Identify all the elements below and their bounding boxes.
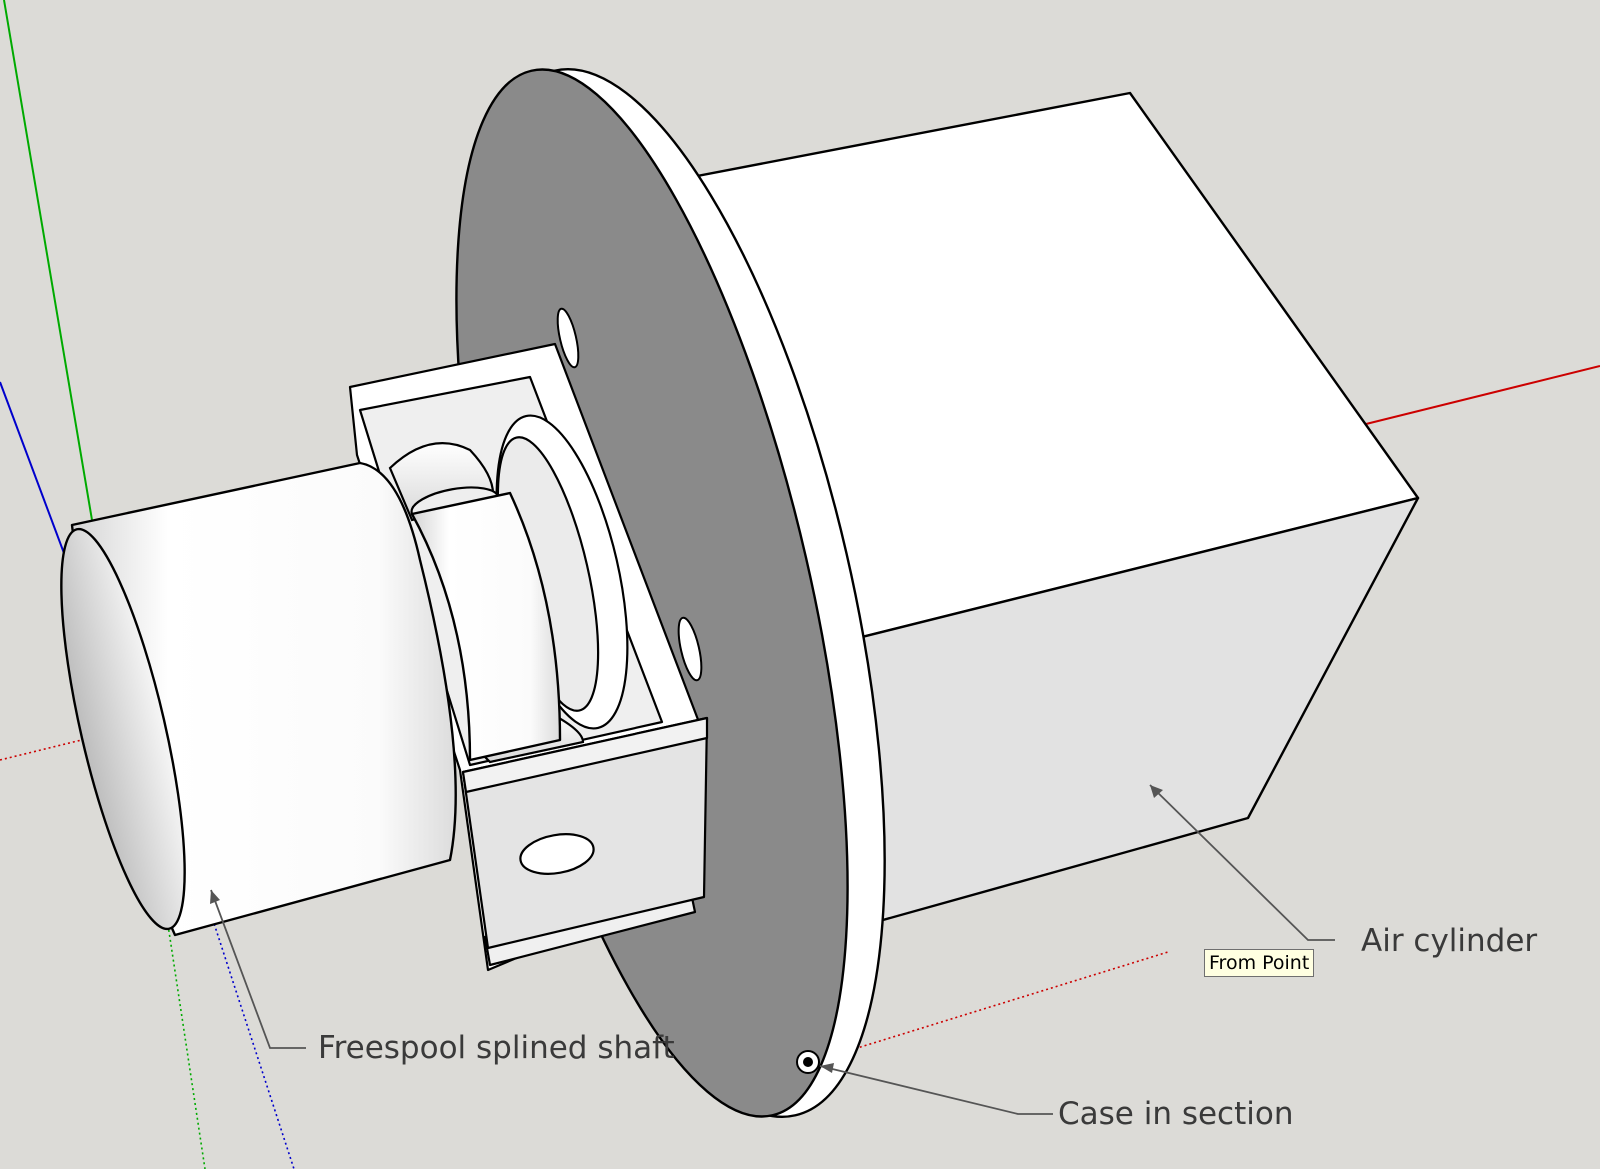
leader-lines <box>210 784 1335 1115</box>
bolt-hole-upper <box>556 307 580 369</box>
blue-axis-dotted <box>207 904 295 1169</box>
lug-hole <box>519 833 595 875</box>
green-axis-dotted <box>167 924 206 1169</box>
inference-tooltip: From Point <box>1204 949 1315 977</box>
label-air-cylinder[interactable]: Air cylinder <box>1361 923 1537 959</box>
leader-case-section <box>819 1065 1053 1115</box>
inference-point-marker <box>796 1050 820 1074</box>
leader-air-cylinder <box>1149 784 1335 941</box>
label-case-in-section[interactable]: Case in section <box>1058 1096 1293 1132</box>
leader-freespool-shaft <box>210 889 306 1049</box>
green-axis <box>3 0 93 521</box>
red-axis <box>1365 365 1600 425</box>
red-axis-dotted-lower <box>811 951 1169 1063</box>
freespool-shaft[interactable] <box>36 461 562 938</box>
bracket-lug-top <box>461 716 709 794</box>
bolt-hole-lower <box>677 616 703 682</box>
label-freespool-shaft[interactable]: Freespool splined shaft <box>318 1030 675 1066</box>
shaft-end-face <box>60 527 186 931</box>
shaft-collar <box>410 491 562 762</box>
